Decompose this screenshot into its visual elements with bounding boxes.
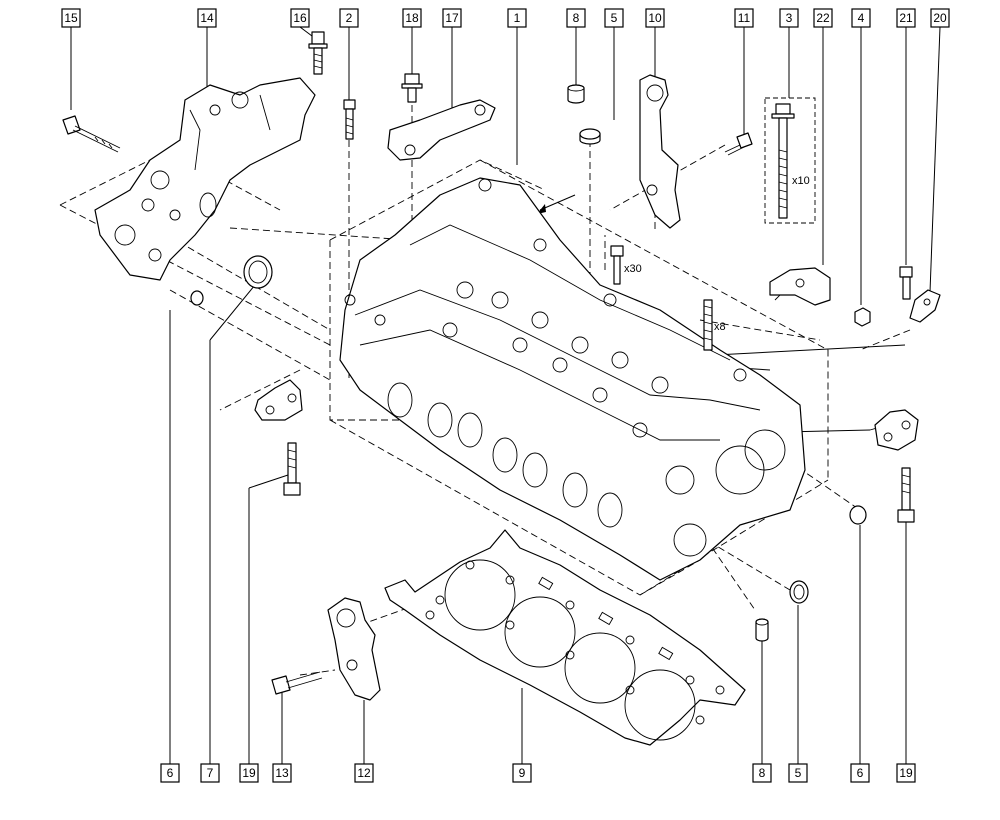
ref-label-15: 15 <box>61 8 81 28</box>
bolt-19-right <box>897 467 915 523</box>
ref-label-17: 17 <box>442 8 462 28</box>
svg-text:12: 12 <box>357 766 371 780</box>
svg-text:9: 9 <box>519 766 526 780</box>
seal-plug-7 <box>243 255 273 289</box>
ref-label-6-right: 6 <box>850 763 870 783</box>
svg-text:11: 11 <box>738 11 751 25</box>
ref-label-5: 5 <box>604 8 624 28</box>
svg-text:5: 5 <box>795 766 802 780</box>
svg-text:3: 3 <box>786 11 793 25</box>
svg-text:19: 19 <box>242 766 256 780</box>
head-gasket-9 <box>384 529 746 746</box>
svg-text:17: 17 <box>445 11 459 25</box>
bolt-x30: x30 <box>610 245 642 285</box>
ref-label-18: 18 <box>402 8 422 28</box>
ref-label-11: 11 <box>734 8 754 28</box>
ref-label-21: 21 <box>896 8 916 28</box>
ref-label-9: 9 <box>512 763 532 783</box>
ref-label-13: 13 <box>272 763 292 783</box>
ref-label-7: 7 <box>200 763 220 783</box>
bolt-16 <box>308 31 328 75</box>
svg-text:8: 8 <box>759 766 766 780</box>
svg-text:6: 6 <box>167 766 174 780</box>
svg-text:7: 7 <box>207 766 214 780</box>
bolt-21 <box>899 266 913 300</box>
bolt-15 <box>62 115 121 153</box>
svg-text:20: 20 <box>933 11 947 25</box>
dowel-6-left <box>190 290 204 306</box>
clip-20 <box>909 289 941 323</box>
bolt-19-left <box>283 442 301 496</box>
svg-text:21: 21 <box>899 11 913 25</box>
bottom-reference-labels: 6 7 19 13 12 9 8 5 6 19 <box>160 763 916 783</box>
ref-label-3: 3 <box>779 8 799 28</box>
ref-label-1: 1 <box>507 8 527 28</box>
bolt-11 <box>724 132 753 156</box>
svg-text:2: 2 <box>346 11 353 25</box>
svg-text:8: 8 <box>573 11 580 25</box>
stud-x8-quantity: x8 <box>714 321 726 333</box>
ref-label-12: 12 <box>354 763 374 783</box>
sealing-plug-5-top <box>579 128 601 145</box>
ref-label-10: 10 <box>645 8 665 28</box>
svg-text:13: 13 <box>275 766 289 780</box>
svg-text:19: 19 <box>899 766 913 780</box>
bolt-2 <box>343 99 356 140</box>
stud-x8: x8 <box>703 299 726 351</box>
leader-lines <box>70 26 941 764</box>
svg-text:18: 18 <box>405 11 419 25</box>
svg-text:5: 5 <box>611 11 618 25</box>
bolt-13 <box>271 671 323 695</box>
ref-label-6-left: 6 <box>160 763 180 783</box>
ref-label-8: 8 <box>566 8 586 28</box>
head-bolt-3: x10 <box>764 97 816 224</box>
ref-label-20: 20 <box>930 8 950 28</box>
svg-text:10: 10 <box>648 11 662 25</box>
ref-label-5-bottom: 5 <box>788 763 808 783</box>
svg-text:15: 15 <box>64 11 78 25</box>
sensor-bracket-left <box>254 379 303 421</box>
ref-label-8-bottom: 8 <box>752 763 772 783</box>
head-bolt-quantity: x10 <box>792 175 810 187</box>
ref-label-14: 14 <box>197 8 217 28</box>
dowel-pin-8-bottom <box>755 618 769 642</box>
lifting-eye-12 <box>327 597 381 701</box>
bracket-22 <box>769 267 831 306</box>
ref-label-2: 2 <box>339 8 359 28</box>
svg-text:4: 4 <box>858 11 865 25</box>
ref-label-16: 16 <box>290 8 310 28</box>
bolt-x30-quantity: x30 <box>624 263 642 275</box>
bolt-18 <box>401 73 423 103</box>
svg-text:16: 16 <box>293 11 307 25</box>
ref-label-4: 4 <box>851 8 871 28</box>
cylinder-head <box>339 177 806 581</box>
svg-text:6: 6 <box>857 766 864 780</box>
nut-4 <box>854 307 871 327</box>
svg-text:22: 22 <box>816 11 830 25</box>
ref-label-19-right: 19 <box>896 763 916 783</box>
sealing-plug-5-bottom <box>789 580 809 604</box>
lifting-eye-10 <box>639 74 681 229</box>
dowel-pin-8-top <box>567 84 585 104</box>
ref-label-19-left: 19 <box>239 763 259 783</box>
svg-text:14: 14 <box>200 11 214 25</box>
top-reference-labels: 15 14 16 2 18 17 1 8 5 10 11 3 22 4 21 2… <box>61 8 950 28</box>
sensor-bracket-right <box>874 409 919 451</box>
engine-mount-bracket <box>94 77 316 281</box>
ref-label-22: 22 <box>813 8 833 28</box>
seal-6-right <box>849 505 867 525</box>
svg-text:1: 1 <box>514 11 521 25</box>
bracket-plate-17 <box>387 99 496 161</box>
